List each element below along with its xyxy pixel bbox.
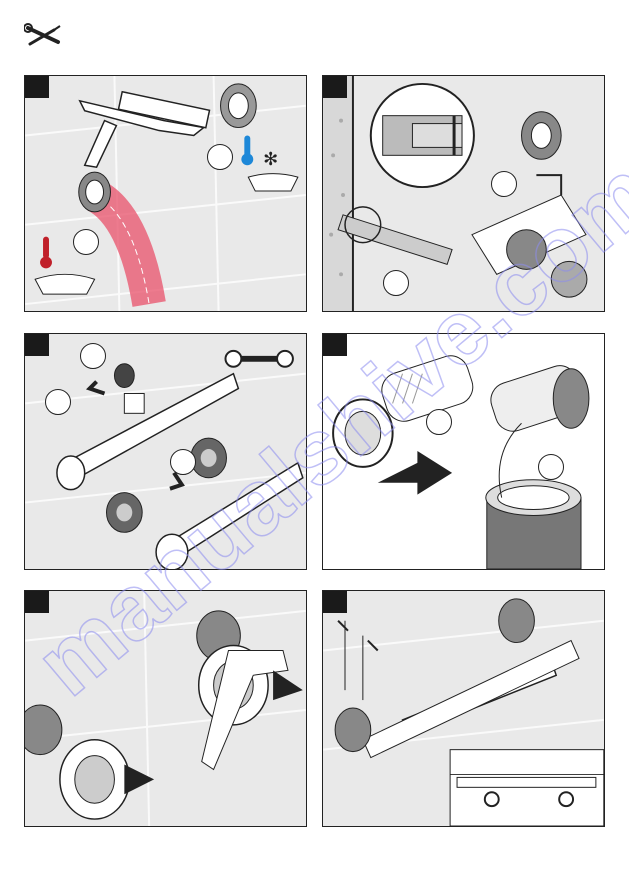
callout-2 [538,454,564,480]
tools-icon [24,22,64,52]
panel-tightening [24,590,307,827]
callout-1 [207,144,233,170]
cutting-illustration [323,76,604,311]
callout-2 [45,389,71,415]
callout-1 [80,343,106,369]
step-badge [25,76,49,98]
sealing-illustration: ✻ [25,76,306,311]
step-badge [323,76,347,98]
callout-1 [491,171,517,197]
step-badge [25,591,49,613]
callout-3 [170,449,196,475]
threading-illustration [323,334,604,569]
step-badge [25,334,49,356]
alignment-illustration [323,591,604,826]
step-badge [323,334,347,356]
tightening-illustration [25,591,306,826]
svg-text:✻: ✻ [263,149,278,169]
step-badge [323,591,347,613]
disassembly-illustration [25,334,306,569]
panel-alignment [322,590,605,827]
panel-threading [322,333,605,570]
callout-2 [73,229,99,255]
panel-sealing: ✻ [24,75,307,312]
callout-1 [426,409,452,435]
callout-2 [383,270,409,296]
panel-disassembly [24,333,307,570]
panel-cutting [322,75,605,312]
